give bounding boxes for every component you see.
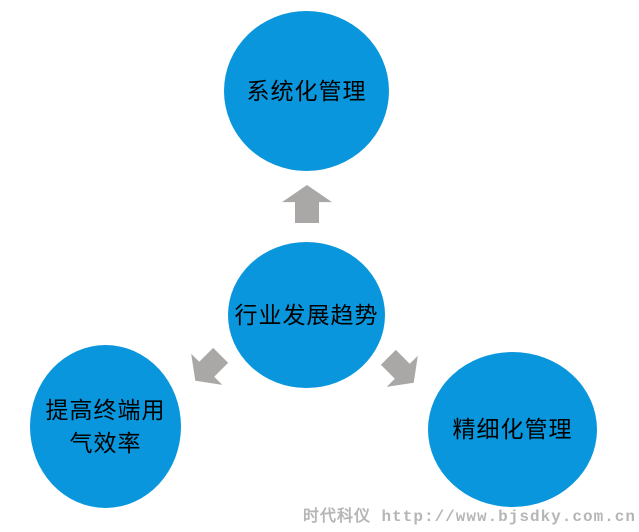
watermark-text: 时代科仪 http://www.bjsdky.com.cn [302, 508, 636, 526]
arrow-up-icon [282, 185, 332, 223]
node-systematic-management-label: 系统化管理 [246, 77, 367, 104]
node-industry-development-trend: 行业发展趋势 [228, 242, 385, 388]
label-line-1: 提高终端用 [45, 396, 166, 423]
node-refined-management: 精细化管理 [428, 352, 597, 507]
node-systematic-management: 系统化管理 [224, 11, 389, 171]
node-refined-management-label: 精细化管理 [452, 416, 573, 443]
label-line-2: 气效率 [69, 429, 142, 456]
node-industry-development-trend-label: 行业发展趋势 [234, 301, 379, 328]
node-improve-terminal-gas-efficiency: 提高终端用 气效率 [30, 345, 181, 508]
arrow-down-right-icon [373, 342, 430, 399]
arrow-down-left-icon [180, 340, 237, 397]
node-improve-terminal-gas-efficiency-label: 提高终端用 气效率 [46, 394, 166, 459]
